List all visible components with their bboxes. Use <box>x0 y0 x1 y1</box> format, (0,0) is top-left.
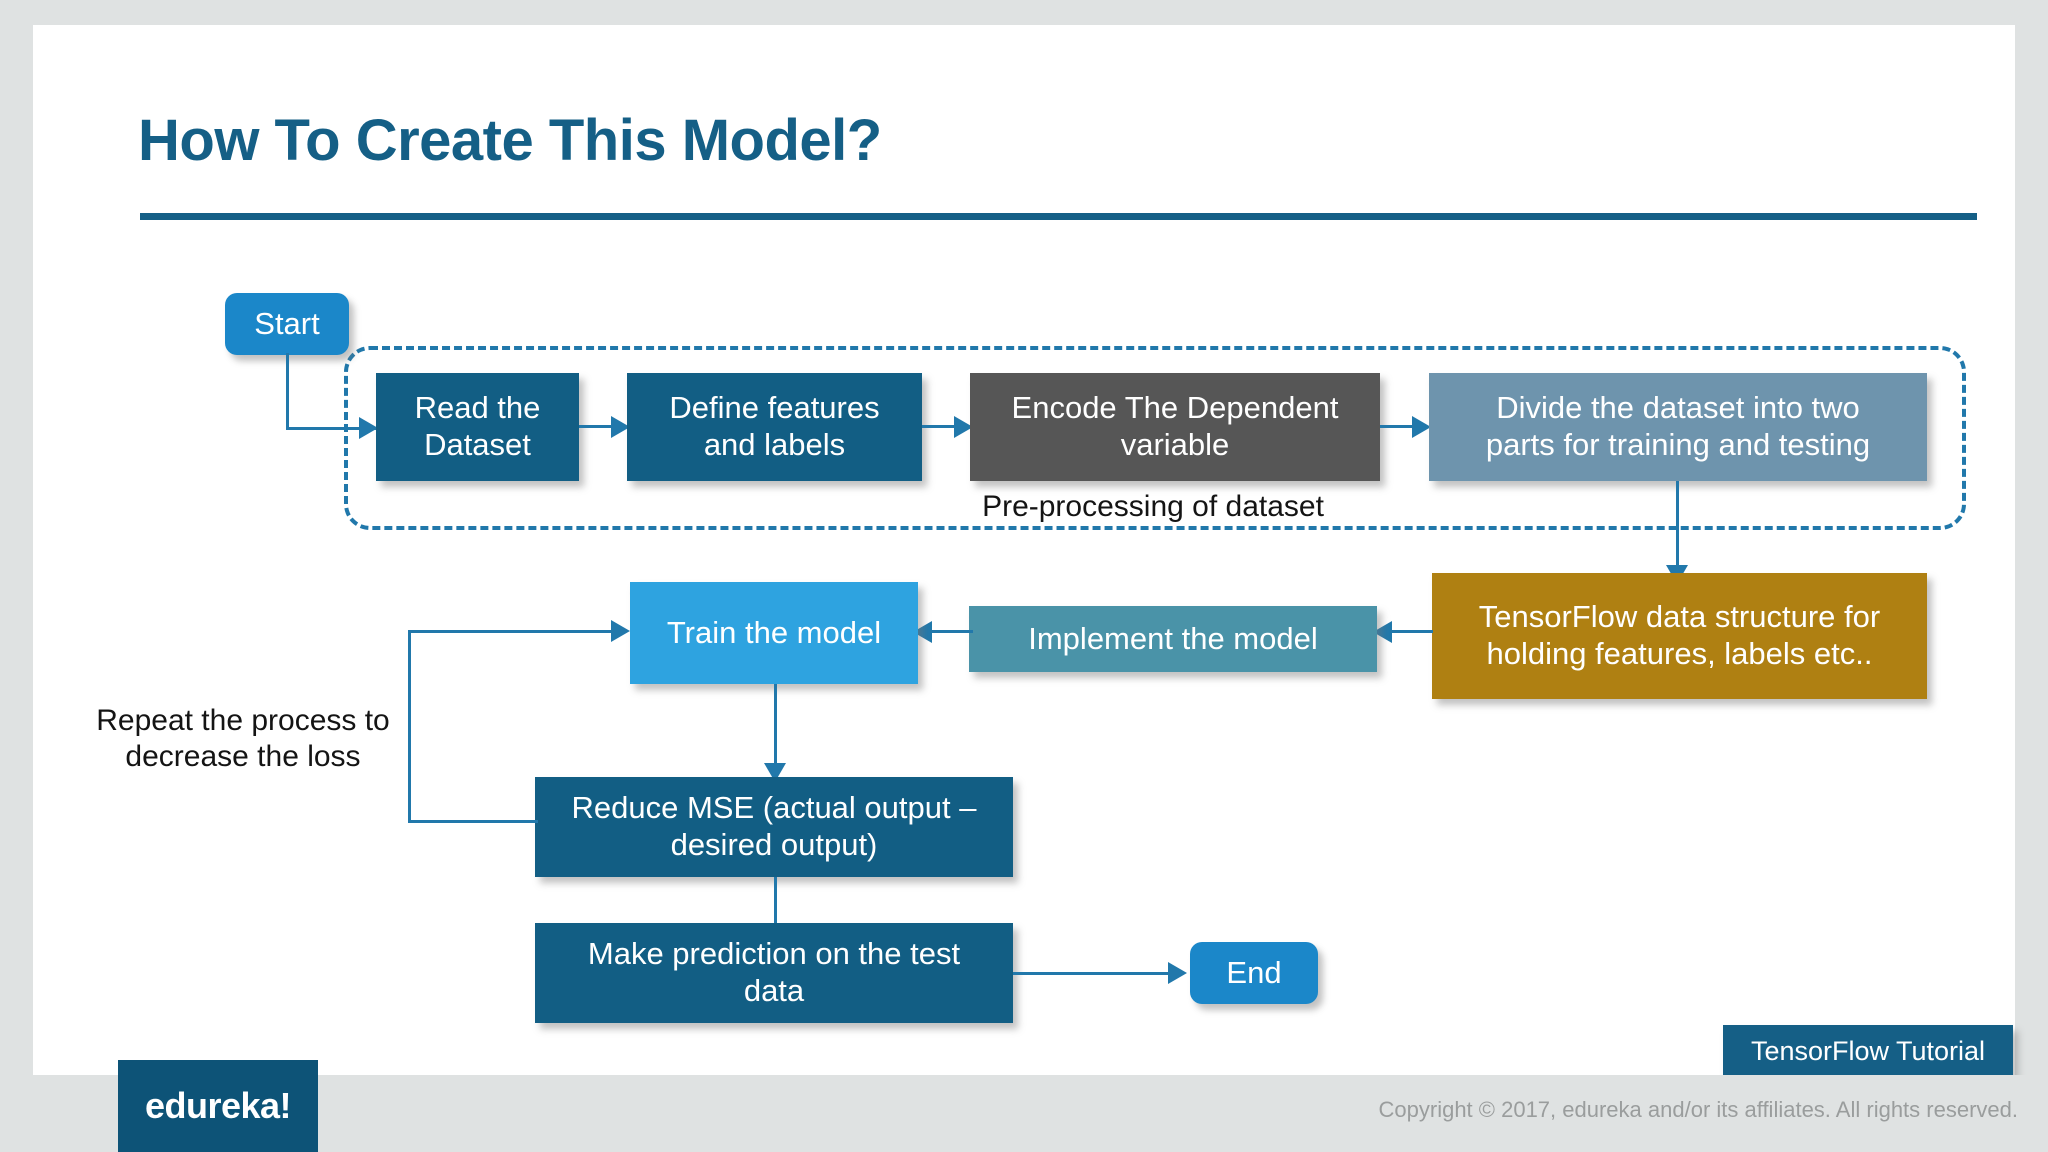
node-reduce-mse-label: Reduce MSE (actual output – desired outp… <box>571 790 977 862</box>
node-start-label: Start <box>254 305 320 341</box>
arrow-start-to-read <box>359 417 378 439</box>
arrow-loop-to-train <box>611 620 630 642</box>
node-encode-dependent-label: Encode The Dependent variable <box>1011 390 1339 462</box>
loop-description-label: Repeat the process to decrease the loss <box>96 704 390 773</box>
node-encode-dependent[interactable]: Encode The Dependent variable <box>970 373 1380 481</box>
connector-start-right <box>286 427 381 430</box>
node-train-model-label: Train the model <box>666 614 882 650</box>
connector-reduce-down <box>774 877 777 939</box>
tensorflow-tutorial-badge[interactable]: TensorFlow Tutorial <box>1723 1025 2013 1077</box>
title-underline-rule <box>140 213 1977 220</box>
arrow-prediction-to-end <box>1168 962 1187 984</box>
connector-encode-to-divide <box>1380 425 1426 428</box>
node-end[interactable]: End <box>1190 942 1318 1004</box>
arrow-tfstructure-to-implement <box>1373 621 1392 643</box>
connector-define-to-encode <box>922 425 968 428</box>
node-tensorflow-structure-label: TensorFlow data structure for holding fe… <box>1478 599 1881 671</box>
node-start[interactable]: Start <box>225 293 349 355</box>
brand-logo-text: edureka! <box>144 1085 292 1126</box>
arrow-encode-to-divide <box>1412 416 1431 438</box>
connector-tfstructure-to-implement <box>1381 630 1433 633</box>
connector-loop-bottom <box>408 820 538 823</box>
brand-logo: edureka! <box>118 1060 318 1152</box>
connector-train-down <box>774 684 777 778</box>
node-train-model[interactable]: Train the model <box>630 582 918 684</box>
arrow-define-to-encode <box>954 416 973 438</box>
copyright-notice: Copyright © 2017, edureka and/or its aff… <box>1378 1097 2018 1122</box>
node-reduce-mse[interactable]: Reduce MSE (actual output – desired outp… <box>535 777 1013 877</box>
connector-start-down <box>286 353 289 429</box>
connector-prediction-to-end <box>1013 972 1182 975</box>
node-tensorflow-structure[interactable]: TensorFlow data structure for holding fe… <box>1432 573 1927 699</box>
slide-canvas: How To Create This Model? Pre-processing… <box>33 25 2015 1077</box>
node-define-features[interactable]: Define features and labels <box>627 373 922 481</box>
connector-loop-top <box>408 630 622 633</box>
node-implement-model-label: Implement the model <box>1028 620 1318 656</box>
connector-read-to-define <box>579 425 625 428</box>
node-end-label: End <box>1226 954 1282 990</box>
connector-divide-down <box>1676 481 1679 577</box>
tensorflow-tutorial-badge-label: TensorFlow Tutorial <box>1750 1035 1986 1066</box>
arrow-read-to-define <box>611 416 630 438</box>
page-title: How To Create This Model? <box>138 108 882 173</box>
node-read-dataset[interactable]: Read the Dataset <box>376 373 579 481</box>
node-define-features-label: Define features and labels <box>669 390 880 462</box>
node-read-dataset-label: Read the Dataset <box>414 390 541 462</box>
footer-band <box>0 1075 2048 1152</box>
connector-implement-to-train <box>921 630 973 633</box>
preprocessing-group-label: Pre-processing of dataset <box>982 490 1324 523</box>
node-divide-dataset[interactable]: Divide the dataset into two parts for tr… <box>1429 373 1927 481</box>
connector-loop-left <box>408 630 411 822</box>
node-make-prediction[interactable]: Make prediction on the test data <box>535 923 1013 1023</box>
preprocessing-group-outline <box>344 346 1966 530</box>
node-implement-model[interactable]: Implement the model <box>969 606 1377 672</box>
node-make-prediction-label: Make prediction on the test data <box>587 936 961 1008</box>
node-divide-dataset-label: Divide the dataset into two parts for tr… <box>1485 390 1871 462</box>
